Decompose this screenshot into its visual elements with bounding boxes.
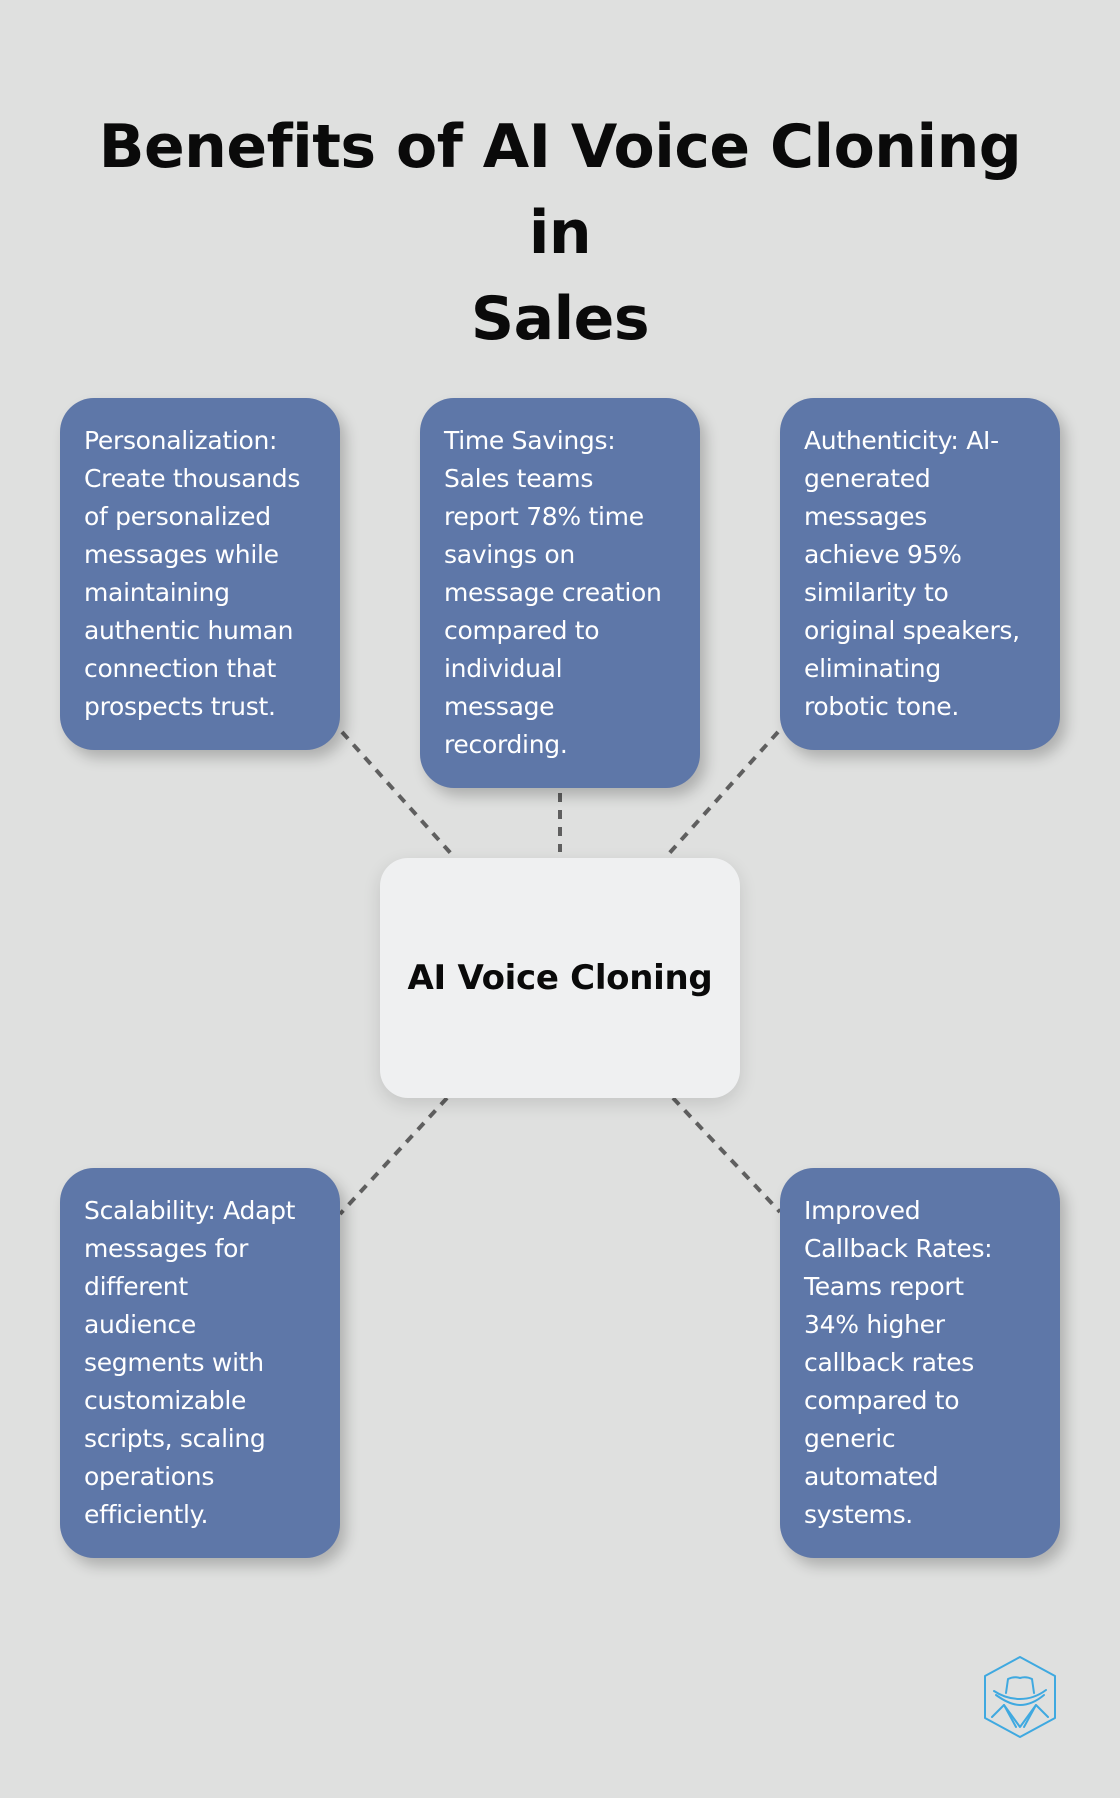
benefit-card-personalization: Personalization: Create thousands of per… [60, 398, 340, 750]
title-line-1: Benefits of AI Voice Cloning in [98, 112, 1022, 268]
center-label: AI Voice Cloning [407, 958, 713, 998]
detective-hat-hexagon-icon [984, 1656, 1056, 1738]
benefit-card-time-savings: Time Savings: Sales teams report 78% tim… [420, 398, 700, 788]
benefit-text: Personalization: Create thousands of per… [84, 426, 301, 721]
benefit-text: Authenticity: AI- generated messages ach… [804, 426, 1020, 721]
page-title: Benefits of AI Voice Cloning in Sales [60, 104, 1060, 362]
benefit-text: Scalability: Adapt messages for differen… [84, 1196, 296, 1529]
benefit-text: Time Savings: Sales teams report 78% tim… [444, 426, 662, 759]
title-line-2: Sales [470, 284, 650, 354]
benefit-text: Improved Callback Rates: Teams report 34… [804, 1196, 993, 1529]
benefit-card-callback-rates: Improved Callback Rates: Teams report 34… [780, 1168, 1060, 1558]
benefit-card-authenticity: Authenticity: AI- generated messages ach… [780, 398, 1060, 750]
benefit-card-scalability: Scalability: Adapt messages for differen… [60, 1168, 340, 1558]
connector-scalability [338, 1096, 449, 1216]
connector-callback-rates [671, 1096, 782, 1214]
center-node: AI Voice Cloning [380, 858, 740, 1098]
